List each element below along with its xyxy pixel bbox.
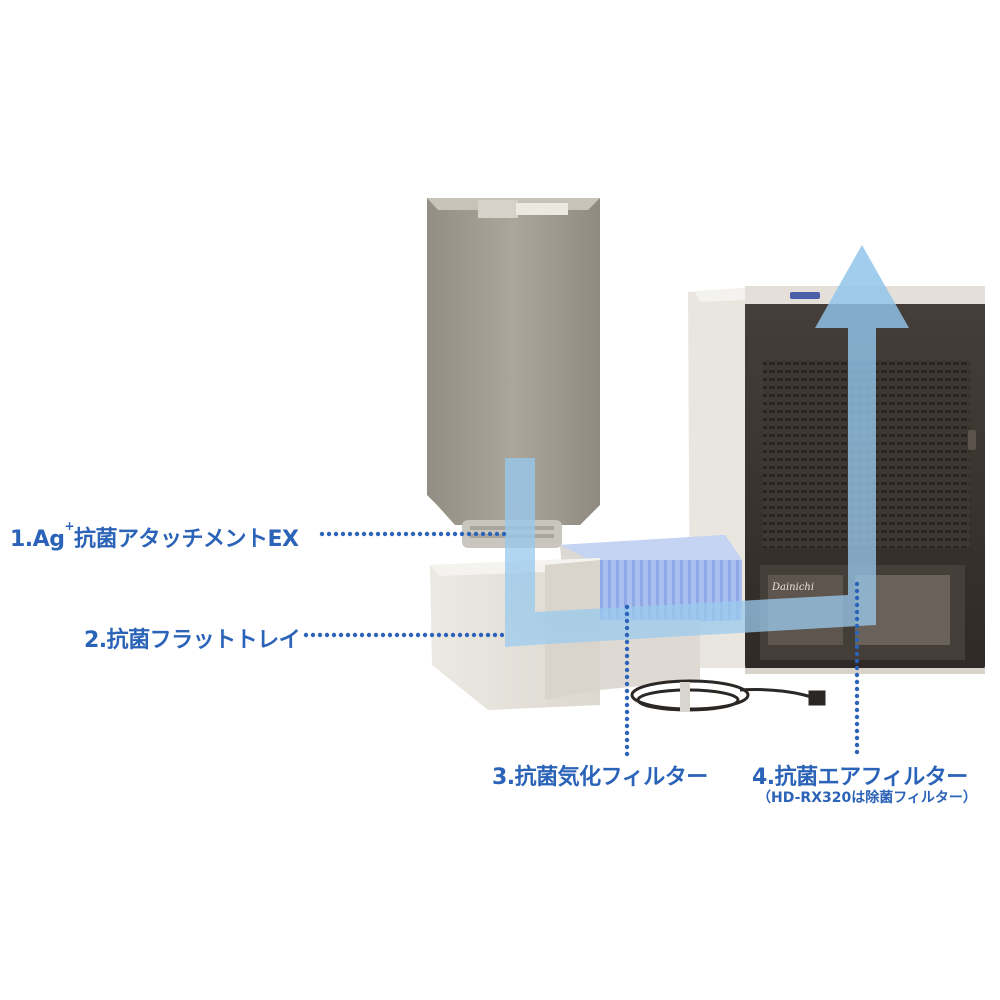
leader-line-2 — [303, 632, 505, 638]
leader-lines — [303, 531, 860, 757]
leader-line-3 — [624, 604, 630, 757]
label-1-suffix: 抗菌アタッチメントEX — [74, 527, 299, 552]
label-antibacterial-air-filter: 4.抗菌エアフィルター — [752, 765, 968, 790]
power-cord — [630, 679, 826, 712]
label-antibacterial-evaporation-filter: 3.抗菌気化フィルター — [492, 765, 708, 790]
label-1-sup: + — [64, 519, 75, 533]
label-antibacterial-flat-tray: 2.抗菌フラットトレイ — [84, 628, 301, 653]
water-tank — [427, 198, 600, 548]
airflow-arrow — [505, 245, 909, 647]
brand-logo: Dainichi — [771, 582, 814, 593]
label-air-filter-note: （HD-RX320は除菌フィルター） — [757, 790, 977, 806]
label-ag-antibacterial-attachment: 1.Ag+抗菌アタッチメントEX — [10, 519, 299, 553]
leader-line-1 — [319, 531, 507, 537]
label-1-prefix: 1.Ag — [10, 527, 65, 552]
leader-line-4 — [854, 581, 860, 755]
